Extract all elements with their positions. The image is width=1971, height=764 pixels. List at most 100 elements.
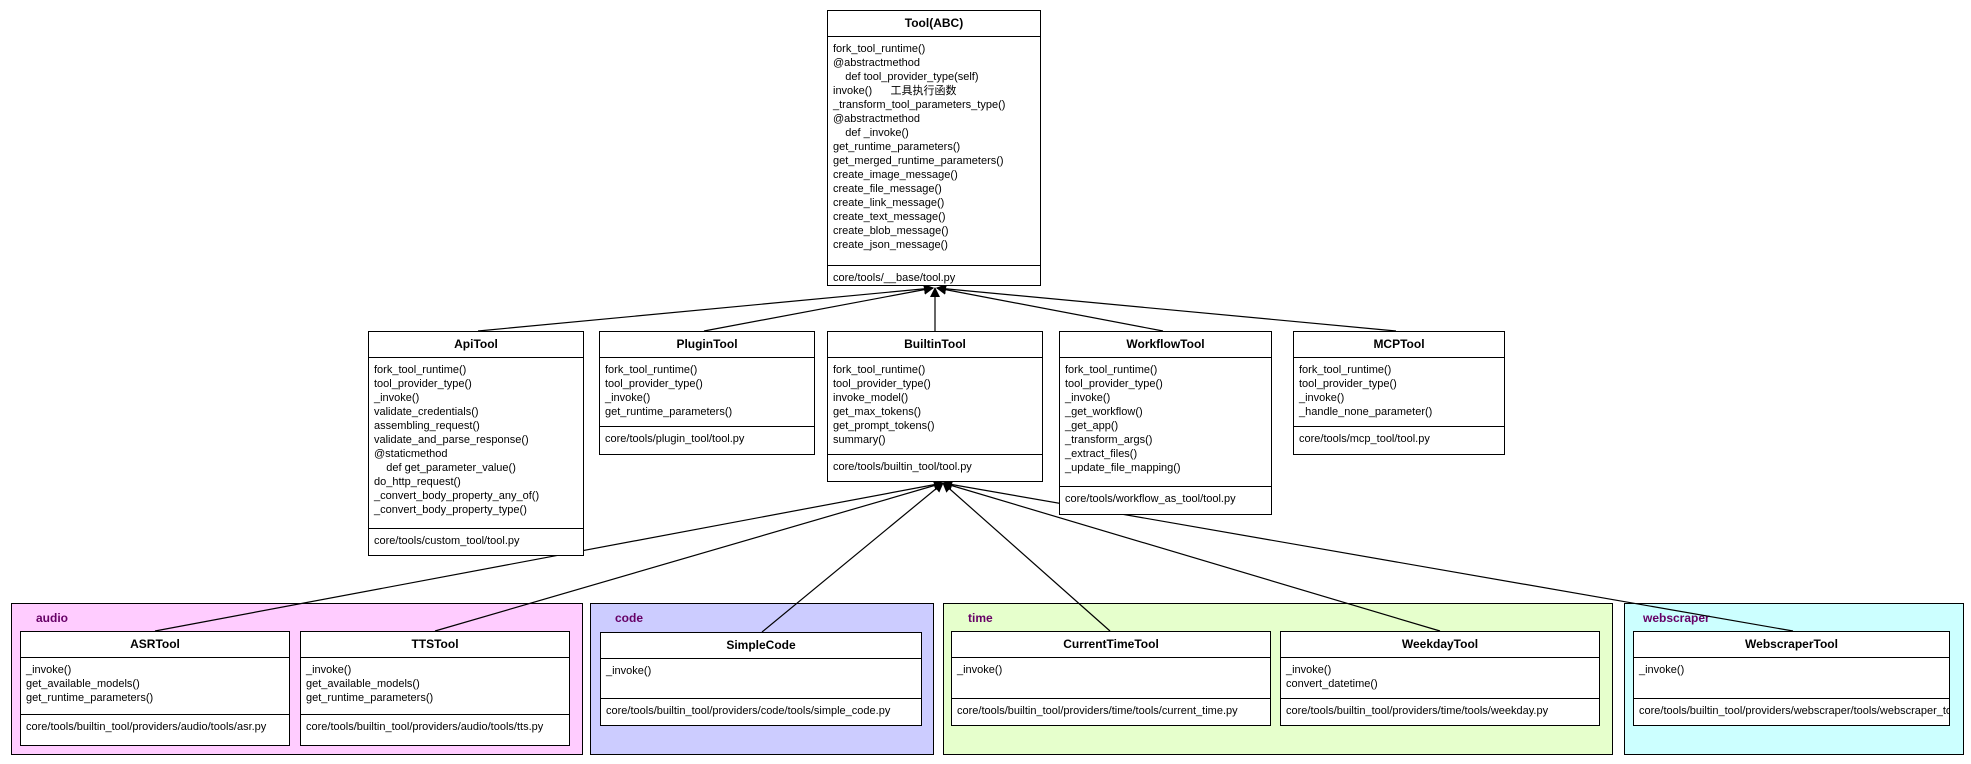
method-line: get_runtime_parameters() xyxy=(26,692,154,704)
method-line: def get_parameter_value() xyxy=(374,462,516,474)
class-tool-abc[interactable]: Tool(ABC) fork_tool_runtime()@abstractme… xyxy=(827,10,1041,286)
method-line: @staticmethod xyxy=(374,448,448,460)
class-current-time-tool[interactable]: CurrentTimeTool _invoke() core/tools/bui… xyxy=(951,631,1271,726)
method-line: _invoke() xyxy=(1299,392,1345,404)
class-methods: _invoke() get_available_models() get_runti… xyxy=(301,658,569,715)
method-line: tool_provider_type() xyxy=(1065,378,1163,390)
method-line: _convert_body_property_type() xyxy=(374,504,527,516)
class-workflow-tool[interactable]: WorkflowTool fork_tool_runtime() tool_pro… xyxy=(1059,331,1272,515)
class-methods: _invoke() xyxy=(952,658,1270,699)
class-file-path: core/tools/plugin_tool/tool.py xyxy=(605,433,745,445)
class-weekday-tool[interactable]: WeekdayTool _invoke()convert_datetime() … xyxy=(1280,631,1600,726)
method-line: get_prompt_tokens() xyxy=(833,420,935,432)
class-asr-tool[interactable]: ASRTool _invoke()get_available_models()g… xyxy=(20,631,290,746)
method-line: create_file_message() xyxy=(833,183,942,195)
method-line: validate_credentials() xyxy=(374,406,479,418)
method-line: _get_workflow() xyxy=(1065,406,1143,418)
method-line: tool_provider_type() xyxy=(605,378,703,390)
class-methods: _invoke() xyxy=(601,659,921,699)
method-line: _get_app() xyxy=(1065,420,1119,432)
class-methods: _invoke() convert_datetime() xyxy=(1281,658,1599,699)
edge-asr-to-builtin xyxy=(154,479,944,632)
class-methods: fork_tool_runtime() tool_provider_type() _… xyxy=(600,358,814,427)
edge-plugin-to-tool xyxy=(703,284,934,332)
method-line: get_max_tokens() xyxy=(833,406,922,418)
class-webscraper-tool[interactable]: WebscraperTool _invoke() core/tools/buil… xyxy=(1633,631,1950,726)
method-line: _convert_body_property_any_of() xyxy=(374,490,540,502)
method-line: get_runtime_parameters() xyxy=(833,141,961,153)
group-time-label: time xyxy=(968,611,993,625)
class-api-tool[interactable]: ApiTool fork_tool_runtime()tool_provider… xyxy=(368,331,584,556)
method-line: _invoke() xyxy=(1286,664,1332,676)
class-title: ApiTool xyxy=(369,332,583,358)
class-methods: fork_tool_runtime()@abstractmethod def t… xyxy=(828,37,1040,266)
method-line: _invoke() xyxy=(957,664,1003,676)
group-webscraper-label: webscraper xyxy=(1643,611,1710,625)
method-line: convert_datetime() xyxy=(1286,678,1378,690)
class-title: PluginTool xyxy=(600,332,814,358)
method-line: get_runtime_parameters() xyxy=(605,406,733,418)
class-title: WeekdayTool xyxy=(1281,632,1599,658)
method-line: _handle_none_parameter() xyxy=(1299,406,1433,418)
method-line: fork_tool_runtime() xyxy=(605,364,698,376)
class-methods: fork_tool_runtime()tool_provider_type()_… xyxy=(369,358,583,529)
class-methods: fork_tool_runtime()tool_provider_type()_… xyxy=(1294,358,1504,427)
method-line: fork_tool_runtime() xyxy=(374,364,467,376)
method-line: create_json_message() xyxy=(833,239,948,251)
class-mcp-tool[interactable]: MCPTool fork_tool_runtime()tool_provider… xyxy=(1293,331,1505,455)
class-file-path: core/tools/mcp_tool/tool.py xyxy=(1299,433,1430,445)
edge-workflow-to-tool xyxy=(936,284,1164,332)
class-builtin-tool[interactable]: BuiltinTool fork_tool_runtime()tool_prov… xyxy=(827,331,1043,482)
class-title: ASRTool xyxy=(21,632,289,658)
class-title: CurrentTimeTool xyxy=(952,632,1270,658)
method-line: validate_and_parse_response() xyxy=(374,434,529,446)
class-title: WorkflowTool xyxy=(1060,332,1271,358)
method-line: _extract_files() xyxy=(1065,448,1138,460)
class-title: MCPTool xyxy=(1294,332,1504,358)
method-line: fork_tool_runtime() xyxy=(833,364,926,376)
method-line: @abstractmethod xyxy=(833,113,920,125)
method-line: invoke() 工具执行函数 xyxy=(833,85,957,97)
method-line: do_http_request() xyxy=(374,476,461,488)
class-title: SimpleCode xyxy=(601,633,921,659)
class-methods: fork_tool_runtime() tool_provider_type() _… xyxy=(1060,358,1271,487)
method-line: @abstractmethod xyxy=(833,57,920,69)
method-line: fork_tool_runtime() xyxy=(833,43,926,55)
method-line: _invoke() xyxy=(605,392,651,404)
method-line: fork_tool_runtime() xyxy=(1299,364,1392,376)
method-line: get_available_models() xyxy=(26,678,140,690)
method-line: invoke_model() xyxy=(833,392,909,404)
edge-tts-to-builtin xyxy=(434,480,944,632)
class-file-path: core/tools/builtin_tool/tool.py xyxy=(833,461,972,473)
method-line: get_available_models() xyxy=(306,678,420,690)
class-file-path: core/tools/builtin_tool/providers/webscr… xyxy=(1639,705,1950,717)
class-plugin-tool[interactable]: PluginTool fork_tool_runtime() tool_provi… xyxy=(599,331,815,455)
edge-api-to-tool xyxy=(477,283,934,332)
method-line: get_merged_runtime_parameters() xyxy=(833,155,1004,167)
class-simple-code[interactable]: SimpleCode _invoke() core/tools/builtin_… xyxy=(600,632,922,726)
class-file-path: core/tools/workflow_as_tool/tool.py xyxy=(1065,493,1236,505)
edge-currenttime-to-builtin xyxy=(942,482,1111,632)
method-line: assembling_request() xyxy=(374,420,480,432)
method-line: create_text_message() xyxy=(833,211,946,223)
class-file-path: core/tools/builtin_tool/providers/audio/… xyxy=(26,721,267,733)
method-line: create_link_message() xyxy=(833,197,945,209)
method-line: get_runtime_parameters() xyxy=(306,692,434,704)
method-line: fork_tool_runtime() xyxy=(1065,364,1158,376)
edge-mcp-to-tool xyxy=(936,283,1397,332)
method-line: _invoke() xyxy=(306,664,352,676)
class-methods: _invoke() xyxy=(1634,658,1949,699)
class-file-path: core/tools/__base/tool.py xyxy=(833,272,956,284)
method-line: _invoke() xyxy=(1639,664,1685,676)
method-line: create_image_message() xyxy=(833,169,958,181)
class-title: TTSTool xyxy=(301,632,569,658)
class-tts-tool[interactable]: TTSTool _invoke() get_available_models()g… xyxy=(300,631,570,746)
method-line: def _invoke() xyxy=(833,127,909,139)
class-file-path: core/tools/custom_tool/tool.py xyxy=(374,535,520,547)
class-file-path: core/tools/builtin_tool/providers/audio/… xyxy=(306,721,544,733)
method-line: _invoke() xyxy=(1065,392,1111,404)
class-title: WebscraperTool xyxy=(1634,632,1949,658)
method-line: _invoke() xyxy=(606,665,652,677)
group-audio-label: audio xyxy=(36,611,68,625)
class-file-path: core/tools/builtin_tool/providers/time/t… xyxy=(1286,705,1549,717)
